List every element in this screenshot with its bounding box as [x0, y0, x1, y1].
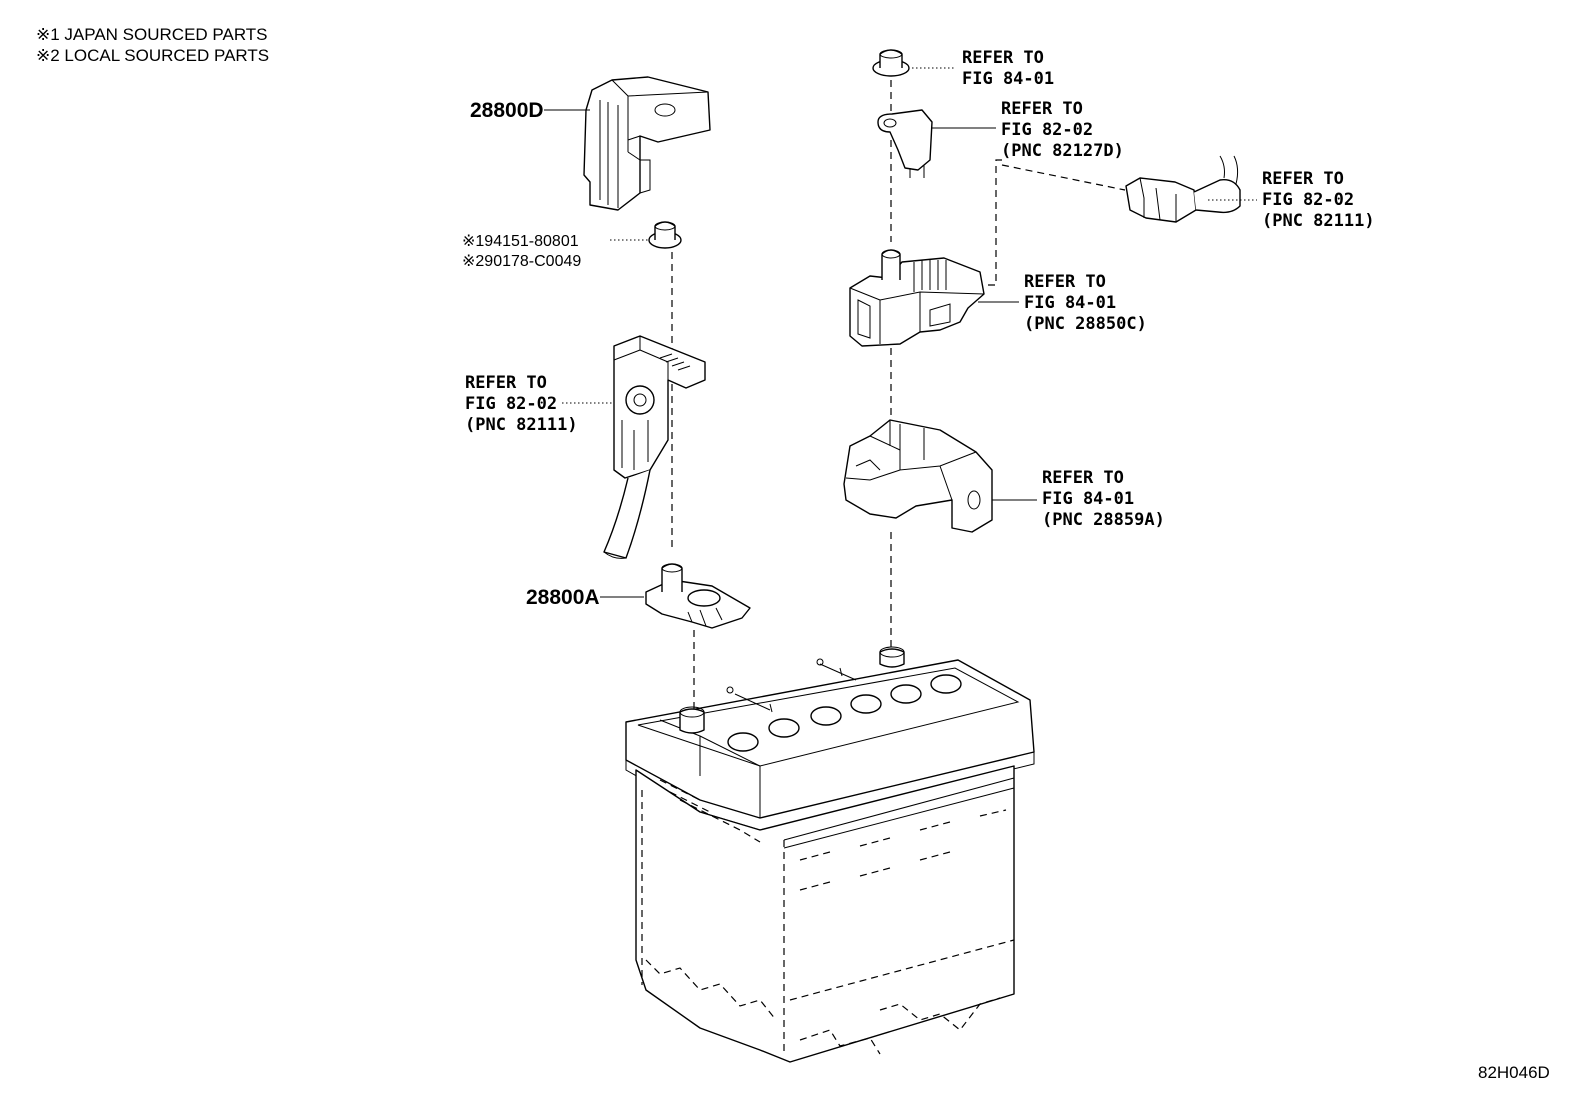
ref-connector-line1: REFER TO	[1262, 169, 1344, 189]
ring-terminal[interactable]	[877, 109, 933, 178]
nut-left[interactable]	[648, 221, 682, 249]
label-28800A: 28800A	[526, 586, 600, 609]
terminal-cover-28800D[interactable]	[583, 76, 711, 211]
ref-connector-line3: (PNC 82111)	[1262, 211, 1375, 231]
ref-nut-top-line1: REFER TO	[962, 48, 1044, 68]
ref-cable-neg-line3: (PNC 82111)	[465, 415, 578, 435]
negative-cable-clamp[interactable]	[603, 335, 706, 559]
ref-connector-line2: FIG 82-02	[1262, 190, 1354, 210]
ref-bracket-line3: (PNC 28859A)	[1042, 510, 1165, 530]
axis-terminal-to-connector	[1001, 164, 1126, 191]
cable-connector[interactable]	[1125, 155, 1241, 223]
ref-nut-top-line2: FIG 84-01	[962, 69, 1054, 89]
ref-fuse-block-line3: (PNC 28850C)	[1024, 314, 1147, 334]
ref-terminal-line2: FIG 82-02	[1001, 120, 1093, 140]
ref-fuse-block-line2: FIG 84-01	[1024, 293, 1116, 313]
ref-bracket-line2: FIG 84-01	[1042, 489, 1134, 509]
ref-terminal-line1: REFER TO	[1001, 99, 1083, 119]
ref-cable-neg-line1: REFER TO	[465, 373, 547, 393]
note-local-sourced: ※2 LOCAL SOURCED PARTS	[36, 46, 269, 65]
figure-id: 82H046D	[1478, 1063, 1550, 1082]
ref-cable-neg-line2: FIG 82-02	[465, 394, 557, 414]
fuse-block[interactable]	[849, 249, 985, 347]
axis-terminal-to-block	[984, 159, 1002, 286]
label-nut-local: ※290178-C0049	[462, 253, 581, 270]
label-28800D: 28800D	[470, 99, 544, 122]
battery-cell-caps	[727, 674, 962, 752]
ref-bracket-line1: REFER TO	[1042, 468, 1124, 488]
ref-fuse-block-line1: REFER TO	[1024, 272, 1106, 292]
battery[interactable]	[625, 646, 1035, 1063]
nut-top-right[interactable]	[872, 49, 910, 77]
note-japan-sourced: ※1 JAPAN SOURCED PARTS	[36, 25, 268, 44]
label-nut-japan: ※194151-80801	[462, 233, 579, 250]
mounting-bracket[interactable]	[843, 419, 993, 533]
negative-terminal-28800A[interactable]	[645, 563, 751, 629]
ref-terminal-line3: (PNC 82127D)	[1001, 141, 1124, 161]
